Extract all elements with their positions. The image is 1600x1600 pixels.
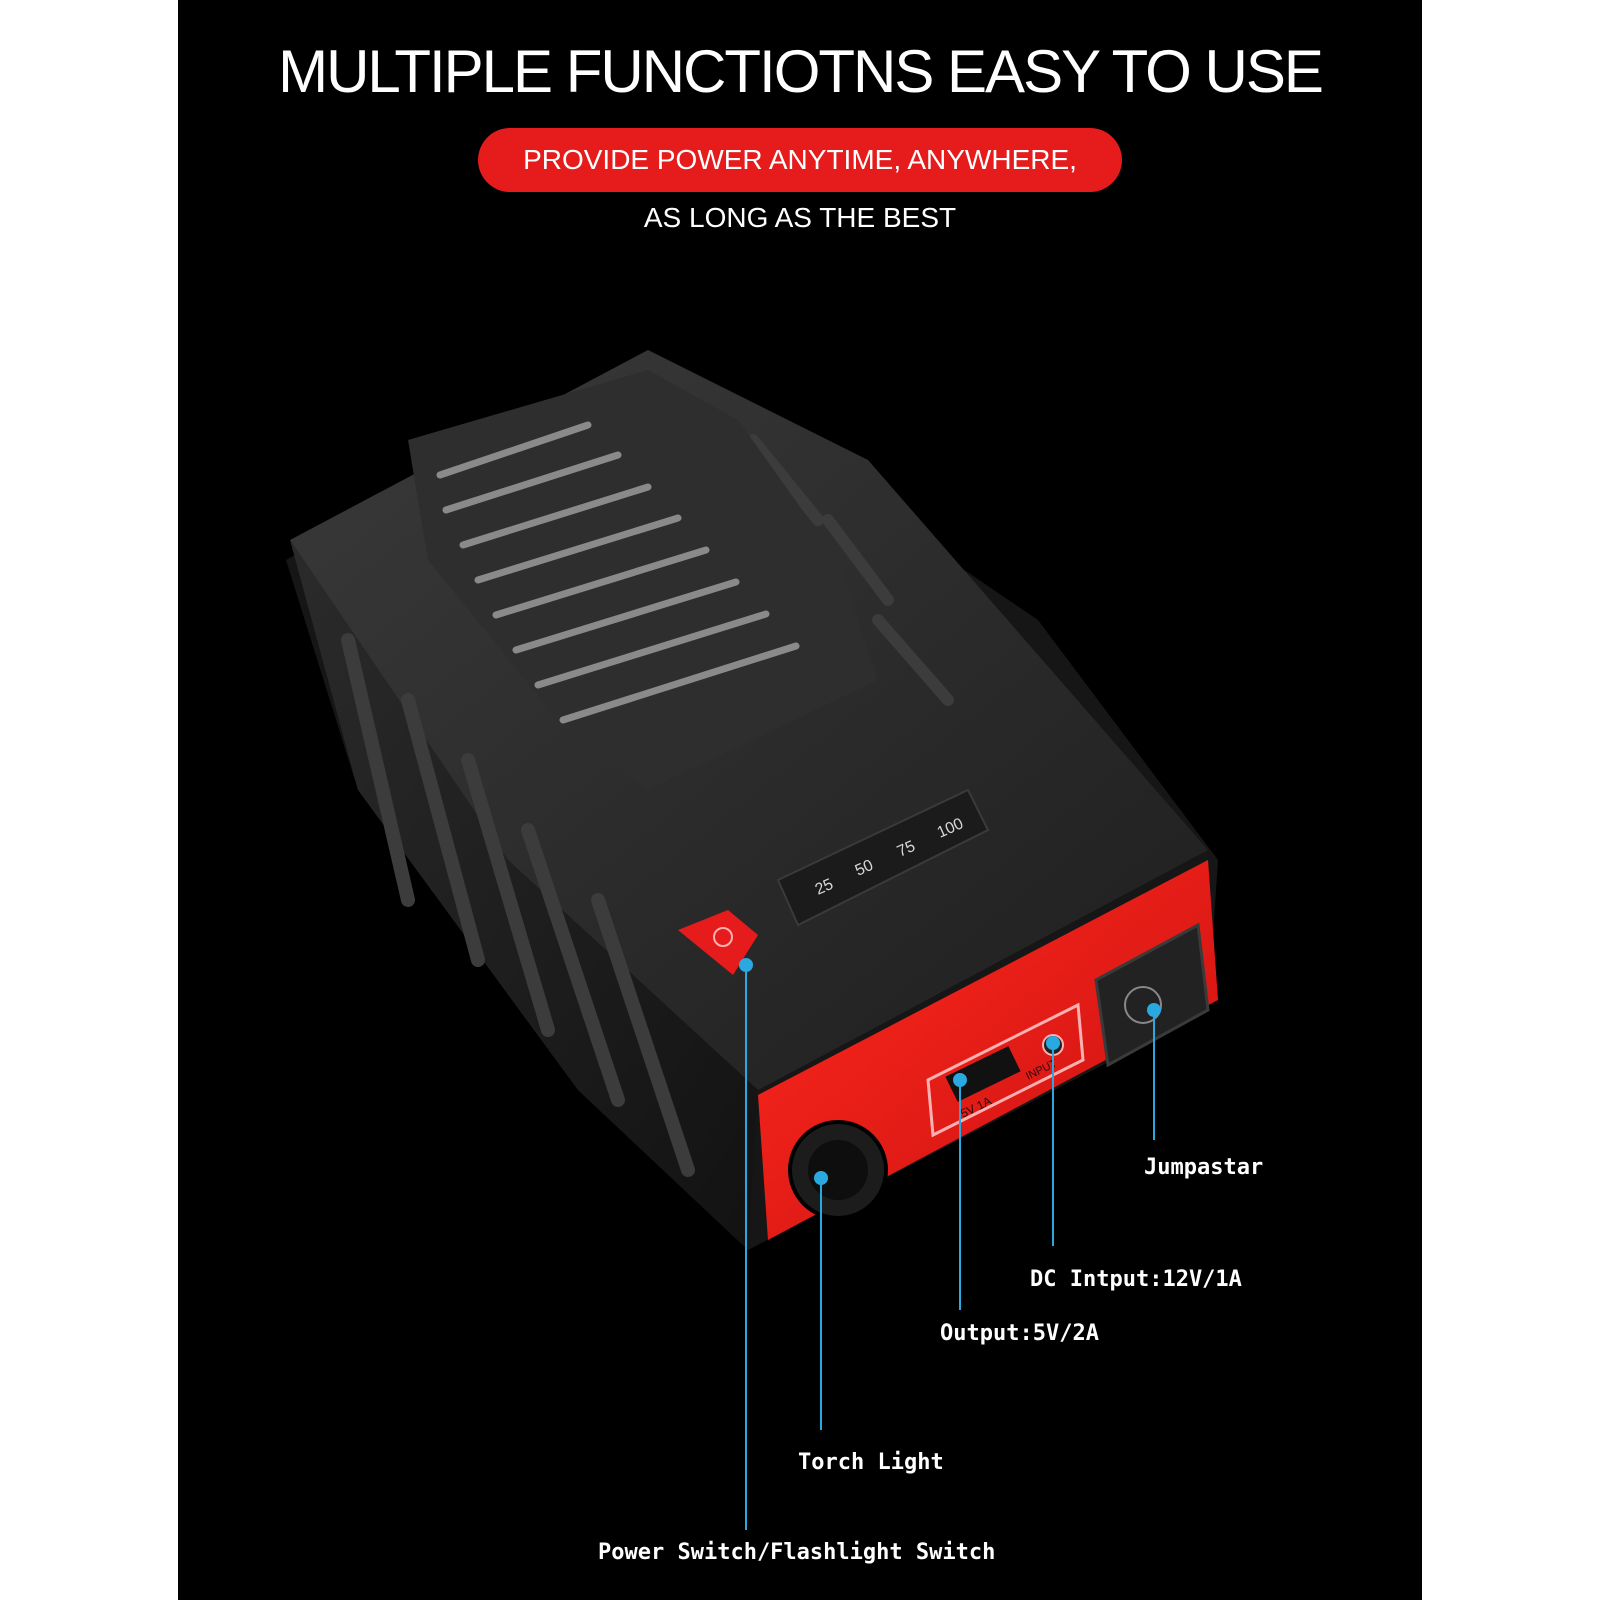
battery-level-75: 75	[895, 838, 918, 861]
vent-grille	[408, 370, 878, 790]
page-title: MULTIPLE FUNCTIOTNS EASY TO USE	[278, 38, 1324, 105]
callout-power-switch: Power Switch/Flashlight Switch	[598, 1540, 996, 1565]
callout-dot-jumpstart	[1147, 1003, 1161, 1017]
banner-pill: PROVIDE POWER ANYTIME, ANYWHERE,	[478, 128, 1122, 192]
power-button[interactable]	[678, 910, 758, 975]
callout-torch: Torch Light	[798, 1450, 944, 1475]
product-panel: MULTIPLE FUNCTIOTNS EASY TO USE PROVIDE …	[178, 0, 1422, 1600]
callout-output: Output:5V/2A	[940, 1321, 1099, 1346]
jumpstart-icon	[1124, 986, 1162, 1024]
subtitle: AS LONG AS THE BEST	[643, 202, 957, 233]
callout-dot-power	[739, 958, 753, 972]
jumpstart-module[interactable]	[1094, 922, 1210, 1068]
battery-level-25: 25	[813, 876, 836, 899]
callout-jumpstart: Jumpastar	[1144, 1155, 1264, 1180]
callout-lines	[739, 958, 1161, 1530]
power-icon	[713, 927, 733, 947]
callout-dot-output	[953, 1073, 967, 1087]
front-panel	[758, 860, 1218, 1240]
battery-level-50: 50	[853, 857, 876, 880]
callout-dot-torch	[814, 1171, 828, 1185]
callout-dc-input: DC Intput:12V/1A	[1030, 1267, 1242, 1292]
battery-indicator	[776, 788, 990, 927]
callout-dot-dc-input	[1046, 1036, 1060, 1050]
usb-port[interactable]	[945, 1046, 1021, 1102]
torch-lens	[808, 1140, 868, 1200]
jump-starter-illustration: 25 50 75 100 5V 1A INPUT	[286, 350, 1218, 1530]
